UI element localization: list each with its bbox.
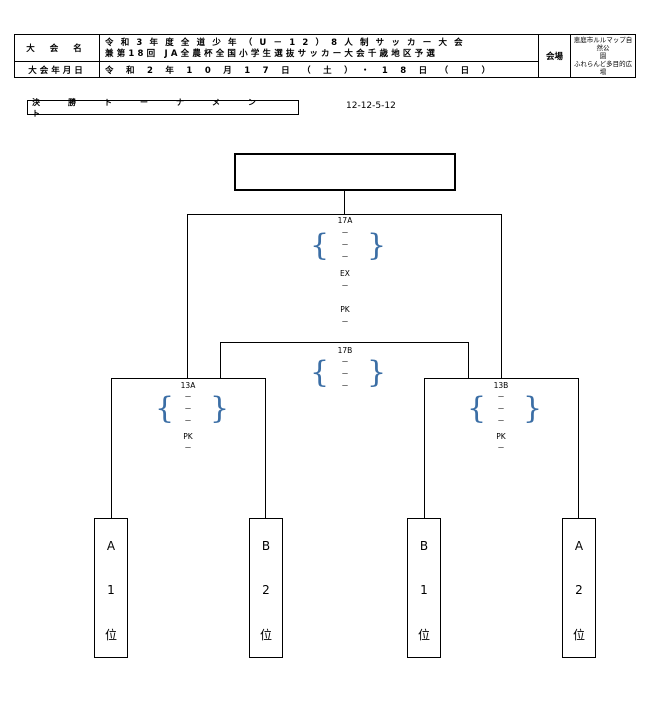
semi-right-score-1: －: [497, 392, 505, 401]
team-suffix: 位: [259, 628, 272, 642]
team-box-a1: A 1 位: [94, 518, 128, 658]
bracket-line: [468, 342, 469, 378]
event-name-value: 令和3年度全道少年（U－12）8人制サッカー大会 兼第18回 JA全農杯全国小学…: [105, 37, 470, 59]
bracket-line: [501, 214, 502, 378]
final-match-label: 17A: [337, 216, 353, 225]
semi-left-pk-score: －: [184, 443, 192, 452]
bracket-line: [111, 378, 112, 518]
left-brace-icon: {: [310, 355, 330, 390]
team-suffix: 位: [417, 628, 430, 642]
team-box-b2: B 2 位: [249, 518, 283, 658]
final-score-2: －: [341, 240, 349, 249]
team-group: A: [106, 539, 116, 553]
bracket-line: [111, 378, 266, 379]
final-ex-label: EX: [340, 269, 350, 278]
semi-right-pk-score: －: [497, 443, 505, 452]
bracket-line: [578, 378, 579, 518]
team-group: B: [261, 539, 271, 553]
left-brace-icon: {: [467, 391, 487, 426]
right-brace-icon: }: [523, 391, 543, 426]
final-pk-score: －: [341, 317, 349, 326]
team-suffix: 位: [104, 628, 117, 642]
semi-left-label: 13A: [180, 381, 196, 390]
final-score-1: －: [341, 228, 349, 237]
right-brace-icon: }: [367, 228, 387, 263]
final-score-3: －: [341, 252, 349, 261]
tournament-code: 12-12-5-12: [346, 101, 396, 111]
team-suffix: 位: [572, 628, 585, 642]
semi-left-pk-label: PK: [183, 432, 193, 441]
third-place-label: 17B: [337, 346, 353, 355]
section-title: 決勝トーナメント: [27, 98, 299, 118]
semi-left-score-2: －: [184, 404, 192, 413]
bracket-line: [187, 214, 188, 378]
bracket-line: [424, 378, 425, 518]
team-rank: 2: [575, 583, 583, 597]
header-col-divider-3: [570, 35, 571, 77]
team-group: A: [574, 539, 584, 553]
team-rank: 1: [420, 583, 428, 597]
venue-label: 会場: [545, 52, 563, 62]
bracket-line: [424, 378, 579, 379]
final-pk-label: PK: [340, 305, 350, 314]
header-col-divider-2: [538, 35, 539, 77]
bracket-line: [265, 378, 266, 518]
third-place-score-1: －: [341, 357, 349, 366]
team-rank: 2: [262, 583, 270, 597]
team-rank: 1: [107, 583, 115, 597]
header-row-divider: [15, 61, 538, 62]
right-brace-icon: }: [367, 355, 387, 390]
bracket-line: [220, 342, 469, 343]
venue-value: 恵庭市ルルマップ自然公 園 ふれらんど多目的広場: [573, 36, 633, 76]
header-table: 大 会 名 令和3年度全道少年（U－12）8人制サッカー大会 兼第18回 JA全…: [14, 34, 636, 78]
bracket-line: [344, 191, 345, 214]
right-brace-icon: }: [210, 391, 230, 426]
event-date-label: 大会年月日: [28, 65, 86, 76]
team-box-a2: A 2 位: [562, 518, 596, 658]
header-col-divider-1: [99, 35, 100, 77]
semi-left-score-3: －: [184, 416, 192, 425]
semi-right-pk-label: PK: [496, 432, 506, 441]
event-date-value: 令和2年10月17日（土）・18日（日）: [105, 65, 503, 76]
team-group: B: [419, 539, 429, 553]
event-name-label: 大 会 名: [26, 44, 88, 54]
left-brace-icon: {: [155, 391, 175, 426]
left-brace-icon: {: [310, 228, 330, 263]
team-box-b1: B 1 位: [407, 518, 441, 658]
bracket-line: [187, 214, 501, 215]
bracket-line: [220, 342, 221, 378]
third-place-score-2: －: [341, 369, 349, 378]
champion-box: [234, 153, 456, 191]
semi-right-score-3: －: [497, 416, 505, 425]
semi-right-label: 13B: [493, 381, 509, 390]
third-place-score-3: －: [341, 381, 349, 390]
semi-left-score-1: －: [184, 392, 192, 401]
semi-right-score-2: －: [497, 404, 505, 413]
final-ex-score: －: [341, 281, 349, 290]
